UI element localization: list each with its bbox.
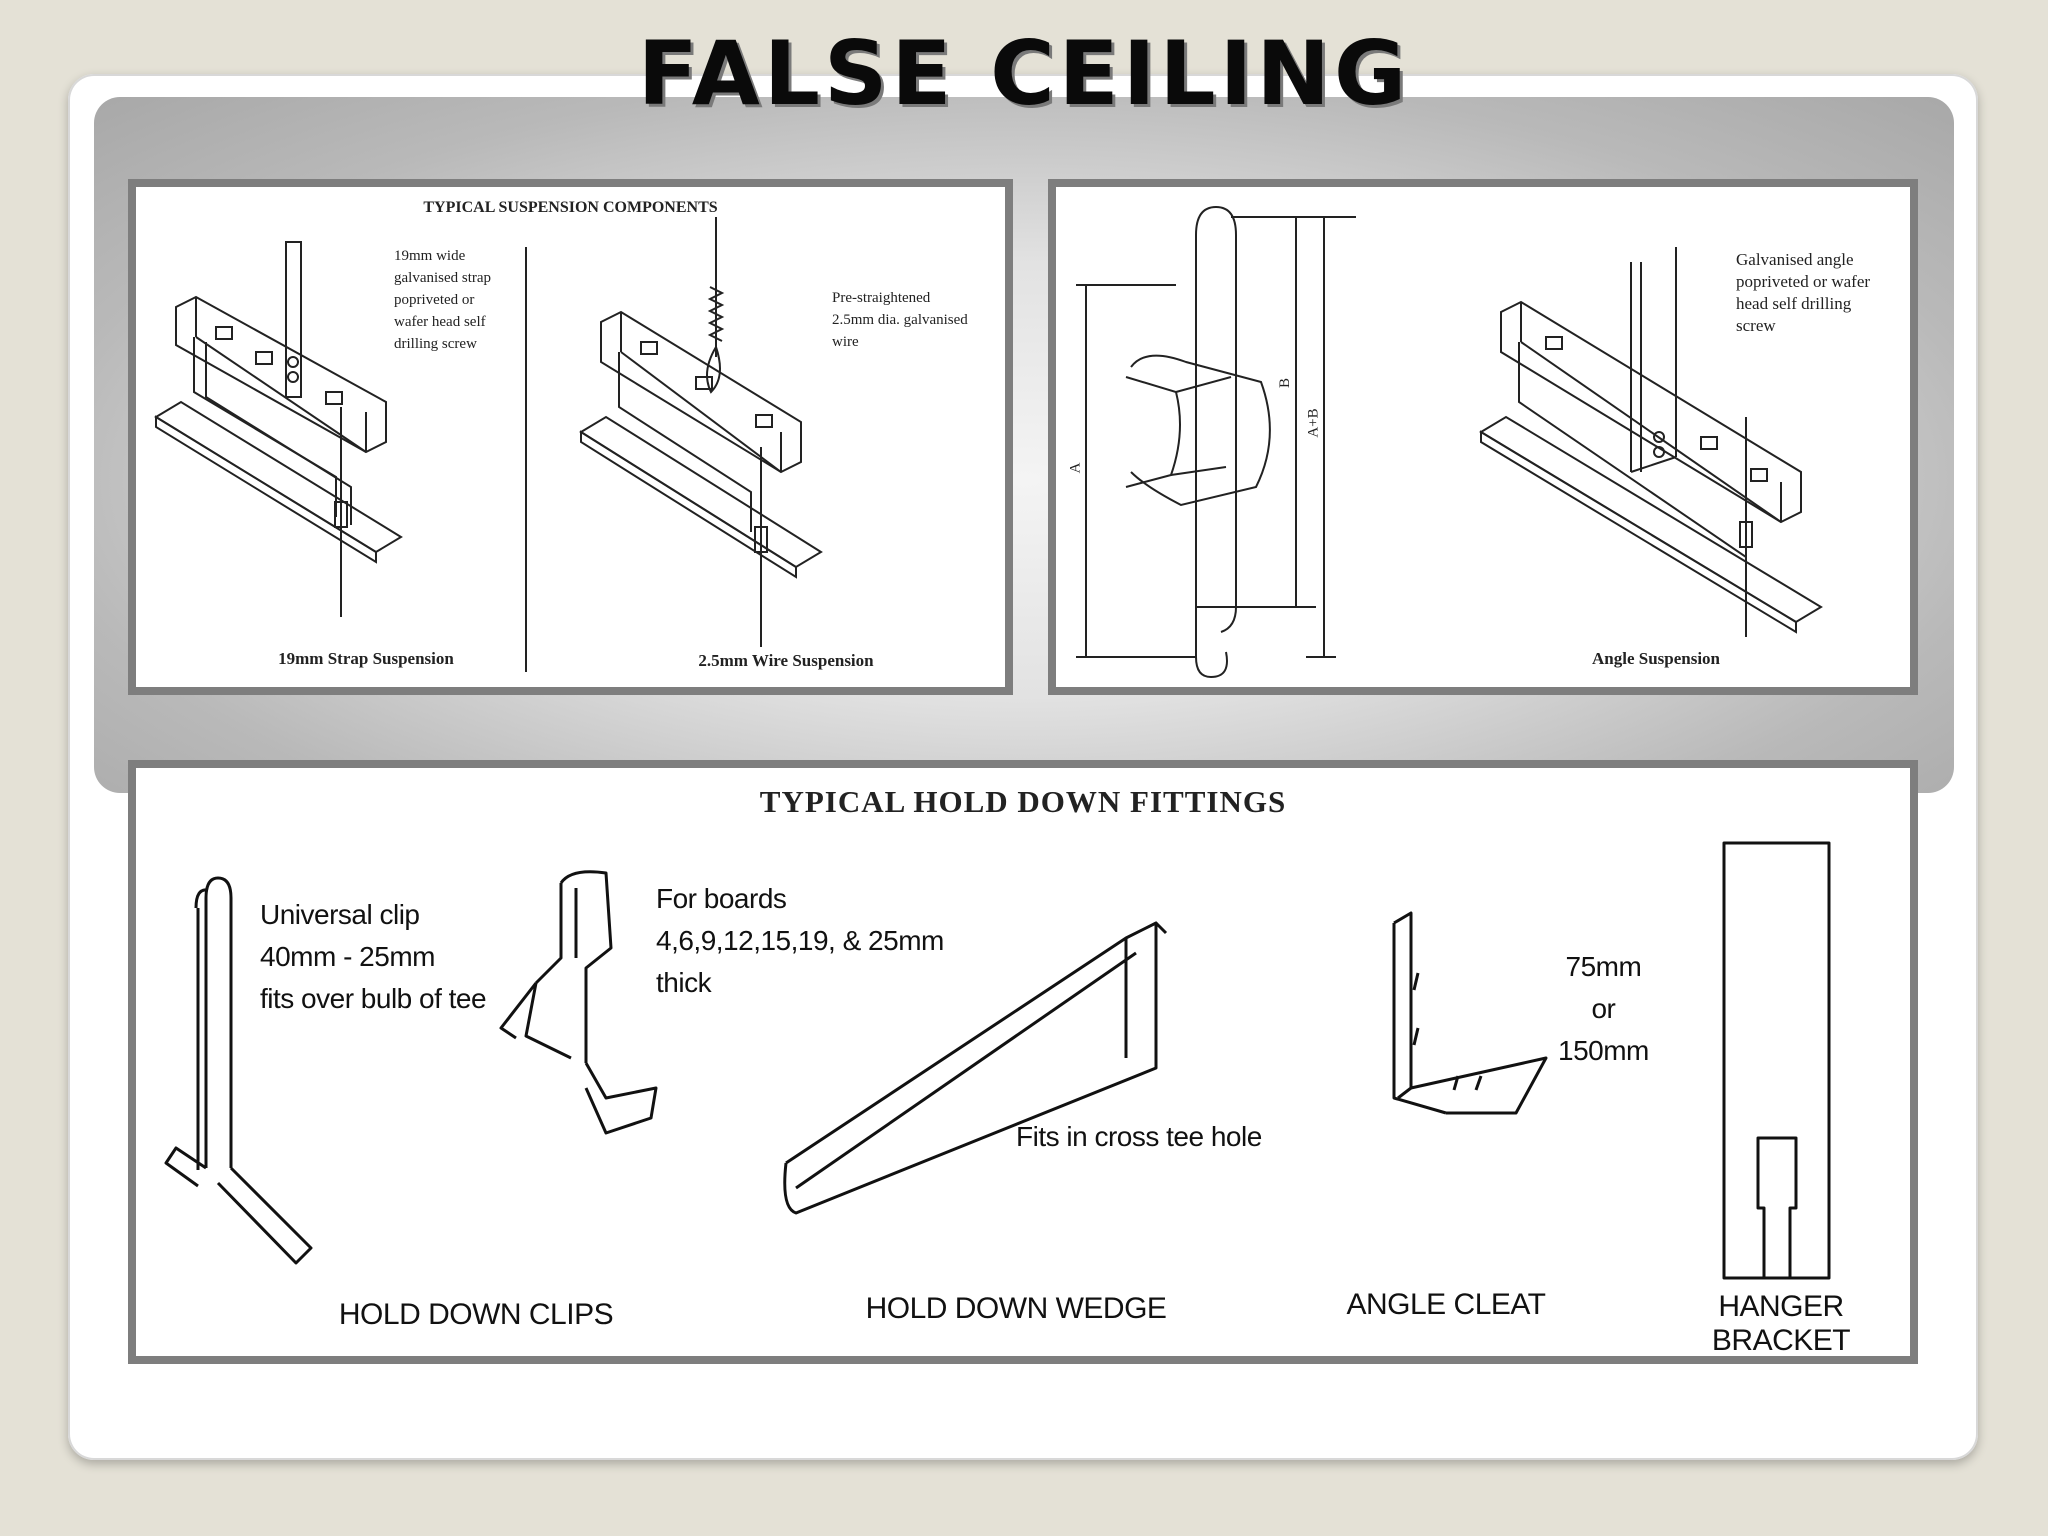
cleat-note: 75mm or 150mm [1558,951,1649,1066]
angle-caption: Angle Suspension [1591,649,1721,668]
wedge-note: Fits in cross tee hole [1016,1121,1262,1152]
wedge-caption: HOLD DOWN WEDGE [865,1292,1167,1325]
universal-clip-note: Universal clip 40mm - 25mm fits over bul… [260,899,487,1014]
angle-note: Galvanised angle popriveted or wafer hea… [1736,250,1871,335]
angle-suspension-panel: A B A+B Galvanised angle popriveted or w… [1048,179,1918,695]
angle-suspension-drawing [1076,205,1823,679]
wire-note: Pre-straightened 2.5mm dia. galvanised w… [832,290,968,350]
wire-caption: 2.5mm Wire Suspension [698,651,874,670]
slide-title: FALSE CEILING [637,22,1411,125]
bracket-caption: HANGER BRACKET [1711,1290,1851,1357]
hold-down-drawing [164,841,1831,1280]
suspension-components-panel: TYPICAL SUSPENSION COMPONENTS [128,179,1013,695]
strap-note: 19mm wide galvanised strap popriveted or… [394,248,492,352]
cleat-caption: ANGLE CLEAT [1346,1288,1546,1321]
boards-note: For boards 4,6,9,12,15,19, & 25mm thick [656,883,944,998]
dim-ab-label: A+B [1305,408,1322,438]
hold-down-fittings-panel: TYPICAL HOLD DOWN FITTINGS [128,760,1918,1364]
dim-a-label: A [1067,462,1084,474]
clips-caption: HOLD DOWN CLIPS [338,1298,614,1331]
hold-down-heading: TYPICAL HOLD DOWN FITTINGS [759,784,1287,819]
suspension-heading: TYPICAL SUSPENSION COMPONENTS [423,199,718,216]
dim-b-label: B [1277,377,1294,389]
strap-caption: 19mm Strap Suspension [278,649,454,668]
suspension-drawing [154,217,823,672]
